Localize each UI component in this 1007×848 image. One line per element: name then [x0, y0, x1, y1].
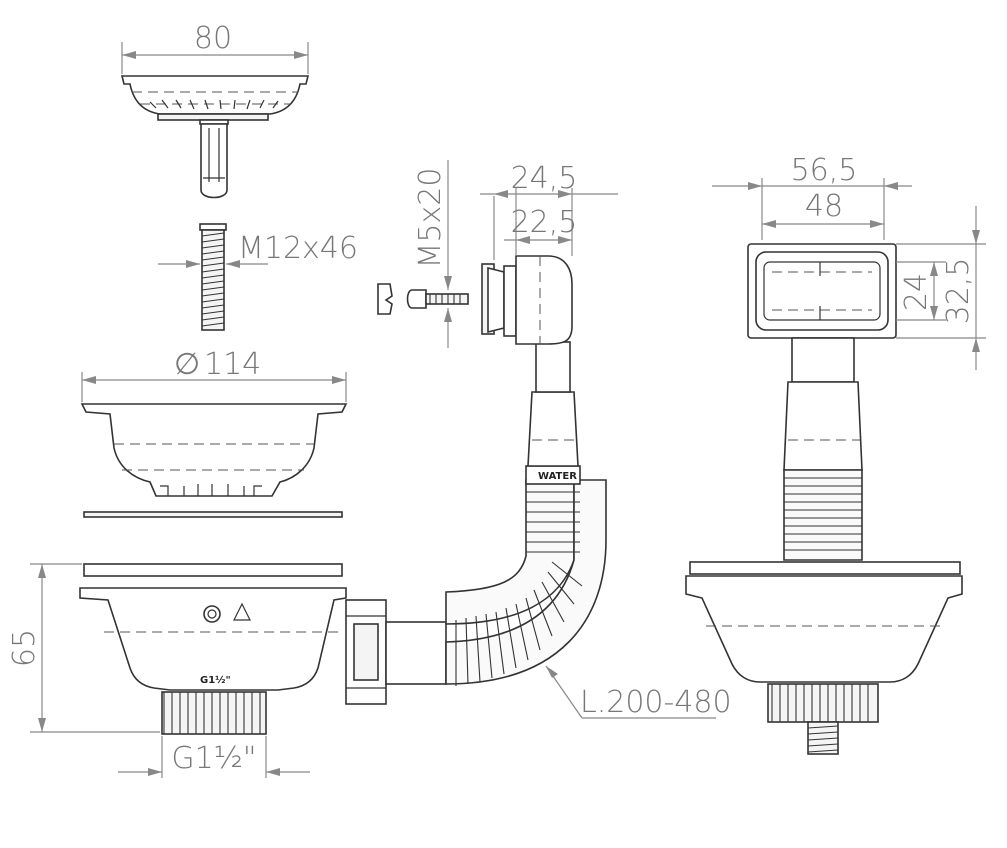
overflow-depth-outer-label: 24,5	[511, 161, 578, 196]
hose-length-dimension: L.200-480	[545, 665, 732, 720]
overflow-cover-front	[747, 243, 897, 339]
basket-diameter-symbol: ∅	[174, 347, 200, 382]
body-height-dimension: 65	[7, 563, 160, 733]
overflow-connector-nut	[345, 599, 447, 705]
basket-diameter-label: 114	[204, 347, 261, 382]
hose-length-label: L.200-480	[580, 685, 732, 720]
overflow-depth-inner-label: 22,5	[511, 205, 578, 240]
sink-basket-part	[80, 403, 348, 497]
strainer-basket-part	[120, 75, 310, 199]
overflow-width-dimensions: 56,5 48	[712, 153, 912, 240]
overflow-height-dimensions: 24 32,5	[896, 206, 986, 370]
overflow-pipe-front	[783, 337, 863, 561]
hose-water-marking: WATER	[538, 471, 577, 482]
drain-body-front	[685, 561, 963, 755]
gasket-part	[83, 511, 343, 518]
center-bolt-part	[199, 223, 227, 331]
overflow-height-inner-label: 24	[899, 273, 934, 311]
screw-size-label: M5x20	[413, 168, 448, 269]
overflow-depth-dimensions: 24,5 22,5	[480, 161, 618, 260]
overflow-clip-part	[377, 283, 393, 315]
drain-body-part: G1½"	[79, 563, 347, 735]
overflow-width-outer-label: 56,5	[791, 153, 858, 188]
screw-size-dimension: M5x20	[413, 160, 452, 348]
overflow-height-outer-label: 32,5	[941, 258, 976, 325]
outlet-thread-dimension: G1½"	[118, 736, 310, 778]
body-height-label: 65	[7, 629, 42, 667]
bolt-thread-label: M12x46	[238, 231, 358, 266]
overflow-width-inner-label: 48	[805, 189, 843, 224]
basket-diameter-dimension: ∅ 114	[81, 347, 347, 402]
body-thread-marking: G1½"	[200, 675, 231, 686]
overflow-fitting-side	[481, 255, 573, 345]
strainer-width-label: 80	[194, 21, 232, 56]
overflow-screw-part	[406, 289, 469, 309]
strainer-width-dimension: 80	[121, 21, 309, 74]
flexible-hose-part: WATER	[445, 341, 607, 686]
outlet-thread-label: G1½"	[171, 741, 256, 776]
bolt-thread-dimension: M12x46	[158, 231, 358, 268]
